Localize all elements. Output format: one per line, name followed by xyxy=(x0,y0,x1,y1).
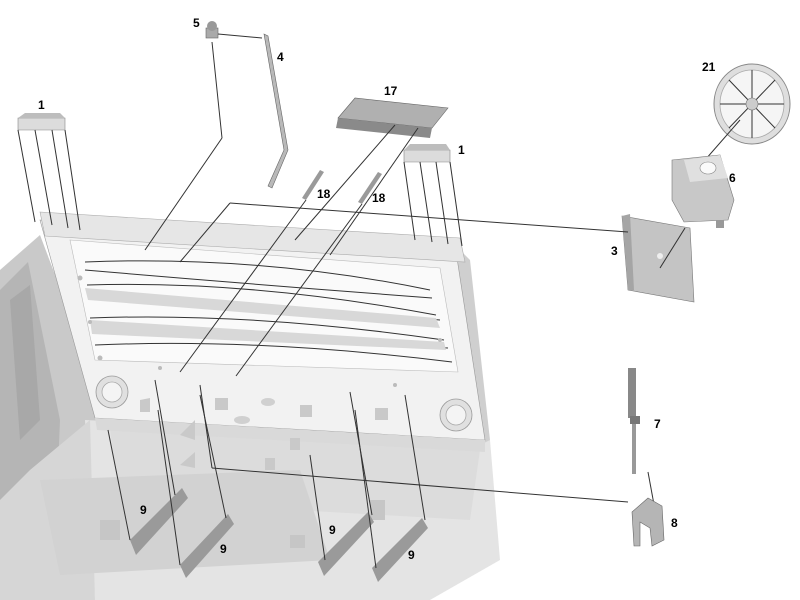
part-18-pin-right xyxy=(235,172,382,377)
callout-5: 5 xyxy=(193,16,200,30)
callout-21: 21 xyxy=(702,60,716,74)
part-18-pin-left xyxy=(179,170,324,373)
chassis-body xyxy=(0,235,500,600)
callout-1-right: 1 xyxy=(458,143,465,157)
part-9-feet xyxy=(107,379,428,582)
callout-9-a: 9 xyxy=(140,503,147,517)
part-21-wheel xyxy=(704,63,791,161)
callout-7: 7 xyxy=(654,417,661,431)
callout-8: 8 xyxy=(671,516,678,530)
callout-1-left: 1 xyxy=(38,98,45,112)
callout-labels: 1 1 3 4 5 6 7 8 9 9 9 9 17 18 18 21 xyxy=(38,16,736,562)
top-plate xyxy=(39,211,486,452)
callout-9-b: 9 xyxy=(220,542,227,556)
callout-18-left: 18 xyxy=(317,187,331,201)
underside-details xyxy=(100,398,388,548)
part-4-rod xyxy=(263,33,289,189)
callout-18-right: 18 xyxy=(372,191,386,205)
callout-17: 17 xyxy=(384,84,398,98)
part-1-post-right xyxy=(403,144,463,247)
part-6-housing xyxy=(671,154,735,228)
part-5-fastener xyxy=(144,21,263,251)
part-7-shaft xyxy=(628,368,656,511)
callout-9-c: 9 xyxy=(329,523,336,537)
callout-9-d: 9 xyxy=(408,548,415,562)
callout-6: 6 xyxy=(729,171,736,185)
callout-4: 4 xyxy=(277,50,284,64)
part-8-clip xyxy=(199,384,665,547)
part-1-post-left xyxy=(17,113,81,231)
part-3-plate xyxy=(179,202,695,303)
callout-3: 3 xyxy=(611,244,618,258)
part-17-bracket xyxy=(294,97,449,256)
